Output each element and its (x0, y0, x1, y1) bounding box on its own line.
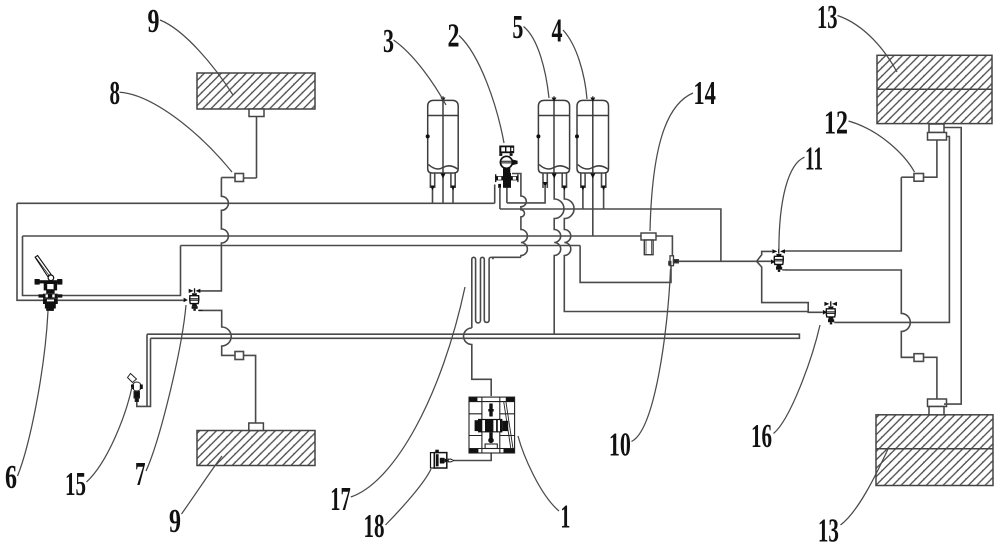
svg-text:1: 1 (560, 498, 570, 536)
svg-text:15: 15 (65, 466, 86, 503)
svg-text:8: 8 (110, 75, 121, 112)
svg-text:6: 6 (5, 459, 17, 496)
svg-text:9: 9 (148, 3, 160, 40)
svg-text:4: 4 (552, 12, 563, 50)
svg-text:18: 18 (364, 508, 385, 545)
svg-text:7: 7 (135, 456, 146, 493)
svg-text:13: 13 (817, 0, 837, 36)
svg-text:2: 2 (448, 18, 460, 55)
svg-text:11: 11 (805, 139, 823, 177)
svg-text:5: 5 (512, 8, 523, 46)
svg-text:3: 3 (383, 22, 394, 60)
svg-text:17: 17 (330, 481, 350, 519)
svg-text:9: 9 (169, 503, 181, 540)
svg-text:12: 12 (824, 105, 848, 142)
svg-text:14: 14 (693, 75, 716, 113)
svg-text:13: 13 (818, 513, 839, 545)
svg-text:16: 16 (751, 418, 772, 455)
svg-text:10: 10 (609, 426, 631, 464)
